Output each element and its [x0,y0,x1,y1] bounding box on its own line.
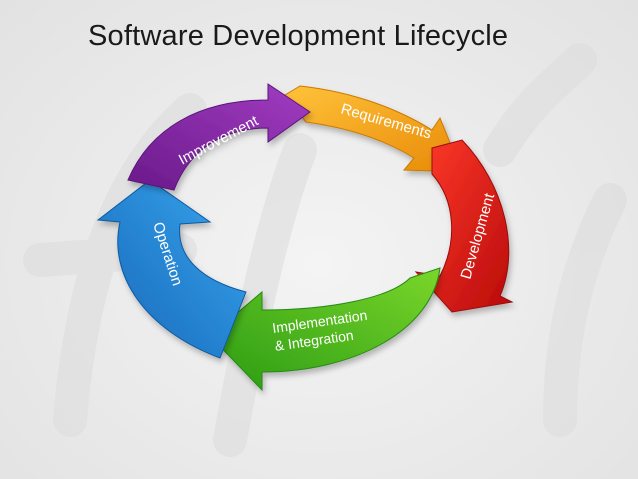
implementation-arrow: Implementation & Integration [209,267,441,392]
improvement-arrow: Improvement [127,83,311,191]
page-title: Software Development Lifecycle [88,20,509,52]
development-arrow: Development [414,139,514,313]
operation-arrow: Operation [96,179,247,359]
